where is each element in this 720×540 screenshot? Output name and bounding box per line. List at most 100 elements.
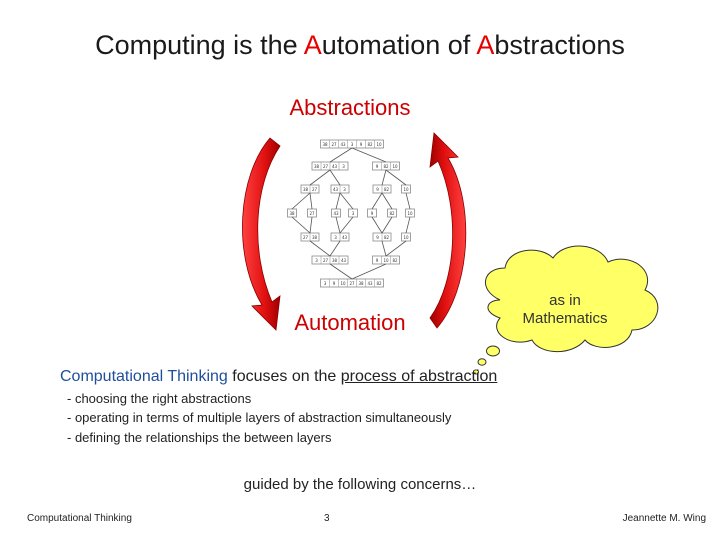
- tree-value: 82: [376, 281, 382, 286]
- ct-term: Computational Thinking: [60, 368, 228, 385]
- tree-node: 82: [387, 208, 397, 218]
- tree-value: 9: [360, 142, 363, 147]
- tree-value: 82: [367, 142, 373, 147]
- thought-cloud: [472, 245, 659, 375]
- tree-arrow: [309, 216, 313, 234]
- title-part-5: bstractions: [494, 30, 625, 60]
- tree-arrow: [339, 216, 354, 234]
- tree-value: 3: [324, 281, 327, 286]
- tree-value: 82: [384, 187, 390, 192]
- tree-value: 38: [303, 187, 309, 192]
- right-curved-arrow: [429, 132, 467, 329]
- tree-value: 38: [312, 235, 318, 240]
- tree-value: 10: [340, 281, 346, 286]
- tree-value: 9: [333, 281, 336, 286]
- tree-node: 27: [307, 208, 317, 218]
- tree-node: 43: [331, 208, 341, 218]
- tree-arrow: [309, 240, 331, 257]
- tree-value: 38: [314, 164, 320, 169]
- slide-title: Computing is the Automation of Abstracti…: [0, 30, 720, 61]
- tree-value: 82: [389, 211, 395, 216]
- abstractions-label: Abstractions: [289, 95, 411, 120]
- title-part-4: A: [476, 30, 495, 60]
- thought-bubble-line-2: Mathematics: [522, 310, 608, 327]
- tree-value: 10: [403, 187, 409, 192]
- tree-value: 9: [376, 258, 379, 263]
- tree-arrow: [371, 216, 383, 234]
- tree-node: 38: [287, 208, 297, 218]
- tree-value: 3: [343, 187, 346, 192]
- tree-value: 27: [331, 142, 337, 147]
- tree-node: 9: [367, 208, 377, 218]
- tree-arrow: [329, 240, 341, 257]
- tree-node: 43 3: [330, 184, 350, 194]
- tree-value: 9: [371, 211, 374, 216]
- tree-arrow: [335, 192, 341, 210]
- tree-value: 10: [376, 142, 382, 147]
- bullet-item: - operating in terms of multiple layers …: [67, 410, 452, 425]
- tree-arrow: [385, 169, 407, 186]
- tree-arrow: [339, 192, 354, 210]
- tree-node: 10: [401, 232, 411, 242]
- title-part-3: utomation of: [321, 30, 477, 60]
- tree-value: 27: [312, 187, 318, 192]
- tree-value: 3: [352, 211, 355, 216]
- tree-arrow: [329, 263, 353, 280]
- tree-value: 82: [383, 164, 389, 169]
- thought-bubble-text: as in Mathematics: [505, 292, 625, 328]
- tree-node: 9 82: [372, 184, 392, 194]
- guided-text: guided by the following concerns…: [243, 476, 477, 493]
- tree-arrow: [405, 216, 411, 234]
- tree-arrow: [335, 216, 341, 234]
- tree-node: 3 43: [330, 232, 350, 242]
- left-curved-arrow: [242, 137, 281, 331]
- tree-arrow: [329, 147, 353, 163]
- tree-value: 43: [333, 187, 339, 192]
- tree-arrow: [381, 216, 393, 234]
- tree-node: 10: [401, 184, 411, 194]
- tree-value: 3: [351, 142, 354, 147]
- tree-value: 43: [340, 142, 346, 147]
- automation-label: Automation: [294, 310, 406, 335]
- tree-value: 3: [342, 164, 345, 169]
- tree-value: 43: [342, 235, 348, 240]
- tree-value: 43: [333, 211, 339, 216]
- tree-value: 38: [332, 258, 338, 263]
- title-part-2: A: [303, 30, 322, 60]
- tree-value: 10: [383, 258, 389, 263]
- tree-value: 43: [332, 164, 338, 169]
- tree-arrow: [381, 169, 387, 186]
- ct-mid: focuses on the: [227, 368, 341, 385]
- ct-underlined: process of abstraction: [340, 368, 498, 385]
- tree-value: 27: [303, 235, 309, 240]
- tree-value: 27: [323, 164, 329, 169]
- tree-value: 9: [376, 164, 379, 169]
- tree-arrow: [351, 263, 387, 280]
- footer-page-number: 3: [324, 513, 330, 524]
- tree-value: 9: [376, 235, 379, 240]
- tree-value: 3: [334, 235, 337, 240]
- title-part-1: Computing is the: [95, 30, 304, 60]
- tree-value: 27: [309, 211, 315, 216]
- tree-arrow: [381, 240, 387, 257]
- tree-value: 27: [349, 281, 355, 286]
- tree-value: 38: [358, 281, 364, 286]
- tree-arrow: [385, 240, 407, 257]
- tree-value: 9: [376, 187, 379, 192]
- tree-value: 10: [392, 164, 398, 169]
- tree-value: 43: [341, 258, 347, 263]
- footer-author: Jeannette M. Wing: [622, 513, 706, 524]
- tree-value: 3: [315, 258, 318, 263]
- tree-value: 38: [322, 142, 328, 147]
